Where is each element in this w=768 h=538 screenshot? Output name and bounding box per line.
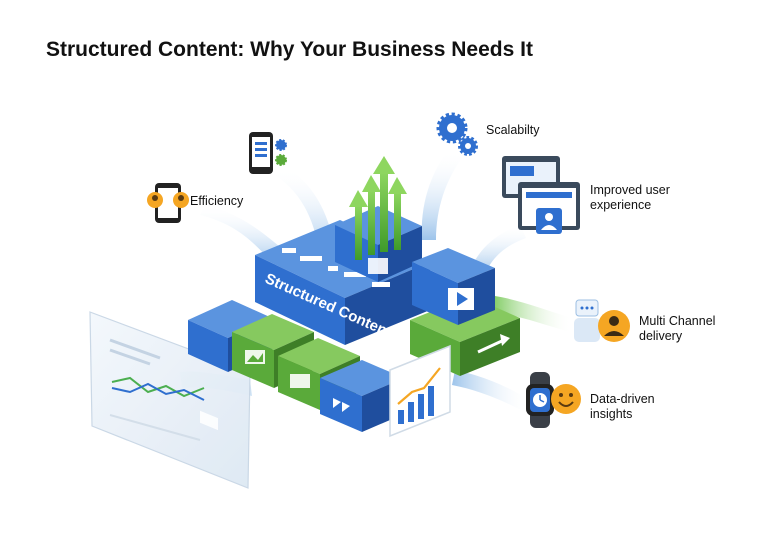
video-block: [412, 248, 495, 325]
block-stack: [188, 296, 520, 438]
chart-bar-4: [428, 386, 434, 416]
gears-icon: [436, 112, 478, 156]
flow-multichannel: [492, 296, 572, 332]
flow-insights: [452, 370, 530, 412]
benefit-ux-label-line2: experience: [590, 198, 652, 212]
panel-line-blue: [111, 382, 205, 401]
flow-scalability: [421, 150, 462, 240]
benefit-ux-label-line1: Improved user: [590, 183, 670, 197]
phone-with-people-icon: [147, 183, 189, 223]
structured-content-block: Structured Content: [255, 220, 430, 345]
benefit-scalability-label: Scalabilty: [486, 123, 540, 137]
benefit-insights-label-line1: Data-driven: [590, 392, 655, 406]
benefit-multichannel-label-line2: delivery: [639, 329, 683, 343]
benefit-insights-label-line2: insights: [590, 407, 633, 421]
chart-bar-3: [418, 394, 424, 419]
analytics-panel: [89, 311, 251, 489]
flow-ux: [470, 225, 526, 274]
user-chat-icon: [574, 299, 630, 342]
benefit-multichannel-label-line1: Multi Channel: [639, 314, 716, 328]
chart-card: [389, 344, 451, 438]
chart-bar-1: [398, 410, 404, 424]
smartwatch-smiley-icon: [526, 372, 581, 428]
browser-windows-icon: [502, 156, 580, 234]
growth-arrows: [349, 156, 407, 260]
page-title: Structured Content: Why Your Business Ne…: [46, 38, 533, 61]
benefit-efficiency-label: Efficiency: [190, 194, 244, 208]
mobile-gears-icon: [249, 132, 287, 174]
chart-bar-2: [408, 402, 414, 422]
